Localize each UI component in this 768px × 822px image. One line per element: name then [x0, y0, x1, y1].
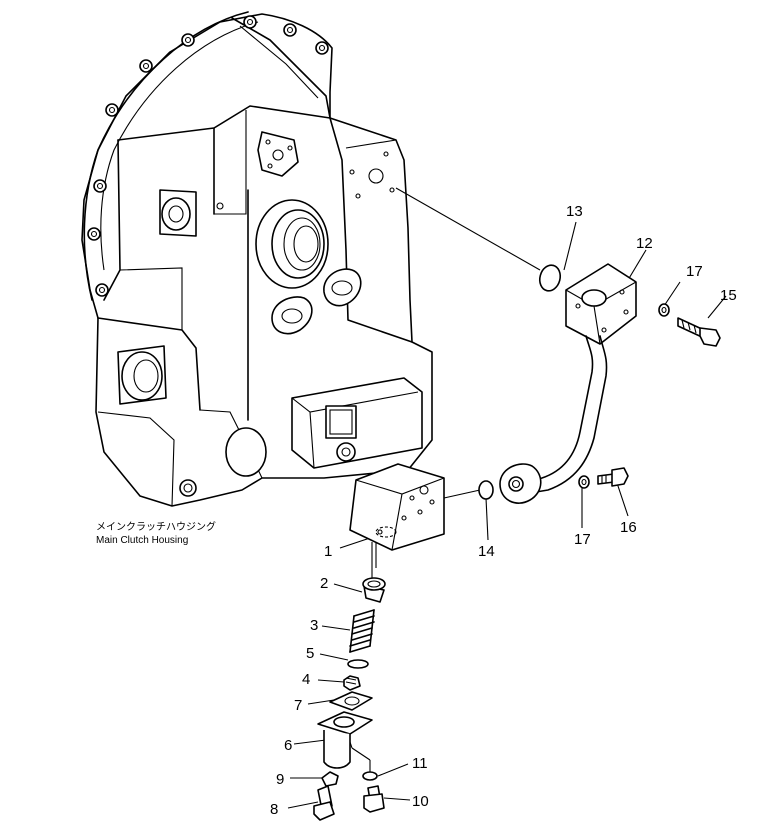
callout-15: 15	[720, 287, 737, 304]
washer-9	[321, 771, 339, 787]
valve-body-1	[349, 463, 445, 551]
bolt-8	[313, 785, 335, 821]
callout-17-upper: 17	[686, 263, 703, 280]
o-ring-13	[538, 264, 562, 292]
flange-bolts	[87, 15, 329, 497]
housing-caption: メインクラッチハウジング Main Clutch Housing	[96, 520, 216, 546]
callout-14: 14	[478, 543, 495, 560]
caption-english: Main Clutch Housing	[96, 535, 188, 546]
callout-6: 6	[284, 737, 292, 754]
callout-5: 5	[306, 645, 314, 662]
main-clutch-housing	[81, 11, 433, 507]
callout-12: 12	[636, 235, 653, 252]
callout-3: 3	[310, 617, 318, 634]
cover-6	[317, 711, 373, 769]
pipe-assembly	[499, 263, 637, 504]
washer-17-upper	[658, 303, 670, 317]
callout-16: 16	[620, 519, 637, 536]
callout-2: 2	[320, 575, 328, 592]
callout-8: 8	[270, 801, 278, 818]
bolt-16	[597, 467, 629, 487]
o-ring-14	[478, 480, 494, 500]
washer-17-lower	[578, 475, 590, 489]
plug-4	[343, 675, 361, 691]
callout-13: 13	[566, 203, 583, 220]
washer-11	[362, 771, 378, 781]
callout-11: 11	[412, 755, 428, 772]
gasket-7	[329, 691, 373, 711]
caption-japanese: メインクラッチハウジング	[96, 520, 216, 533]
callout-4: 4	[302, 671, 310, 688]
spring-3	[349, 609, 375, 653]
callout-17-lower: 17	[574, 531, 591, 548]
callout-7: 7	[294, 697, 302, 714]
callout-1: 1	[324, 543, 332, 560]
o-ring-5	[347, 659, 369, 669]
bolt-15	[677, 317, 721, 347]
bolt-10	[363, 785, 385, 813]
callout-numbers: 1 2 3 5 4 7 6 9 8 11 10 13 12 17 15 14 1…	[270, 203, 737, 818]
callout-9: 9	[276, 771, 284, 788]
callout-10: 10	[412, 793, 429, 810]
spool-2	[362, 577, 386, 603]
